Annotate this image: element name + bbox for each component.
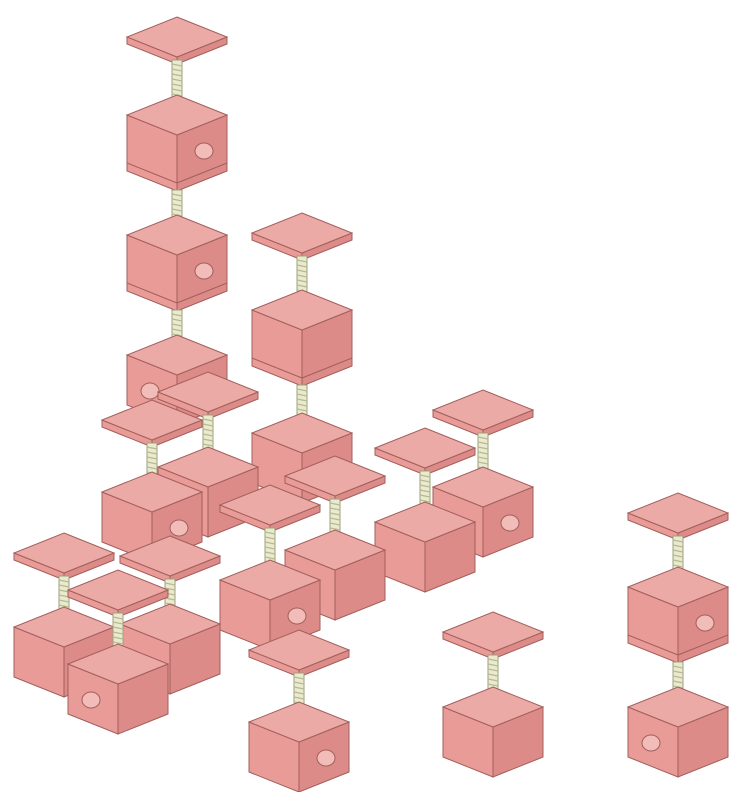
column-right-back-plate: [433, 390, 533, 437]
group-bottom-left-front-cube: [68, 644, 168, 734]
hole-icon: [642, 735, 660, 751]
hole-icon: [501, 515, 519, 531]
hole-icon: [170, 520, 188, 536]
hole-icon: [141, 383, 159, 399]
hole-icon: [317, 750, 335, 766]
group-bottom-left-left-plate: [14, 533, 114, 580]
hole-icon: [82, 692, 100, 708]
tower-right-cube-2: [628, 687, 728, 777]
tower-right-top-plate: [628, 493, 728, 540]
hole-icon: [696, 615, 714, 631]
hole-icon: [288, 608, 306, 624]
column-right-front-plate: [375, 428, 475, 475]
hole-icon: [195, 263, 213, 279]
column-bottom-isolated-plate: [443, 612, 543, 659]
tower-medium-top-plate: [252, 213, 352, 260]
tower-tall-top-plate: [127, 17, 227, 64]
column-right-front-cube: [375, 502, 475, 592]
group-bottom-left-front-plate: [68, 570, 168, 617]
column-bottom-front-cube: [249, 702, 349, 792]
column-bottom-isolated-cube: [443, 687, 543, 777]
hole-icon: [195, 143, 213, 159]
